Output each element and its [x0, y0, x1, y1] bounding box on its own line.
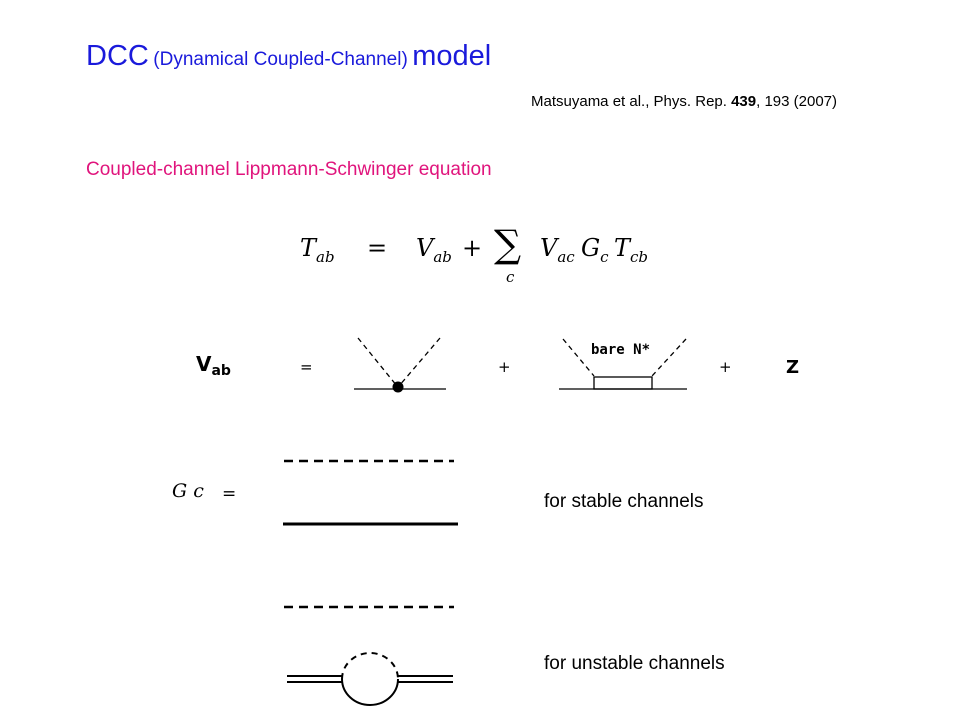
reference-rest: , 193 (2007) — [756, 93, 838, 110]
meson-line-right — [398, 337, 441, 387]
unstable-propagator — [284, 605, 454, 706]
vab-plus-2: + — [719, 358, 732, 376]
meson-line-left-2 — [562, 338, 595, 377]
eq-V2-letter: V — [540, 234, 558, 262]
eq-Gc: Gc — [581, 234, 609, 266]
vab-equals: = — [300, 358, 313, 376]
meson-line-right-2 — [651, 338, 687, 377]
vertex-dot — [392, 381, 404, 393]
title-paren: (Dynamical Coupled-Channel) — [153, 49, 408, 70]
eq-plus: + — [462, 234, 483, 262]
unstable-caption: for unstable channels — [544, 653, 725, 674]
reference: Matsuyama et al., Phys. Rep. 439, 193 (2… — [531, 93, 837, 110]
vab-letter: V — [196, 352, 212, 376]
eq-G-letter: G — [581, 234, 601, 262]
reference-volume: 439 — [731, 93, 757, 110]
eq-V2-sub: ac — [557, 248, 575, 266]
eq-T2-letter: T — [614, 234, 631, 262]
loop-lower-arc — [341, 678, 399, 706]
slide-title: DCC (Dynamical Coupled-Channel) model — [86, 42, 491, 71]
sum-index: c — [506, 268, 515, 286]
eq-equals: = — [367, 234, 388, 262]
bare-nstar-diagram — [559, 338, 687, 390]
bare-nstar-label: bare N* — [591, 342, 651, 358]
title-suffix: model — [412, 40, 492, 72]
z-term: Z — [786, 357, 800, 378]
eq-V: Vab — [416, 234, 452, 266]
contact-vertex-diagram — [354, 337, 446, 393]
gc-label: G c — [172, 480, 204, 502]
eq-T-sub: ab — [316, 248, 335, 266]
reference-authors: Matsuyama et al., Phys. Rep. — [531, 93, 727, 110]
vab-plus-1: + — [498, 358, 511, 376]
eq-T2-sub: cb — [630, 248, 649, 266]
eq-V-sub: ab — [433, 248, 452, 266]
stable-propagator — [283, 459, 458, 526]
sum-symbol: ∑ — [494, 222, 522, 266]
gc-equals: = — [222, 484, 237, 504]
eq-Tcb: Tcb — [614, 234, 648, 266]
eq-T: T — [300, 234, 317, 262]
title-main: DCC — [86, 40, 149, 72]
stable-caption: for stable channels — [544, 491, 704, 512]
vab-sub: ab — [211, 363, 231, 379]
eq-V-letter: V — [416, 234, 434, 262]
loop-upper-arc — [341, 652, 399, 680]
meson-line-left — [357, 337, 398, 387]
bare-nstar-box — [593, 376, 653, 390]
vab-label: Vab — [196, 352, 231, 379]
eq-G-sub: c — [600, 248, 609, 266]
section-subtitle: Coupled-channel Lippmann-Schwinger equat… — [86, 159, 492, 180]
eq-Vac: Vac — [540, 234, 575, 266]
eq-lhs: Tab — [300, 234, 335, 266]
